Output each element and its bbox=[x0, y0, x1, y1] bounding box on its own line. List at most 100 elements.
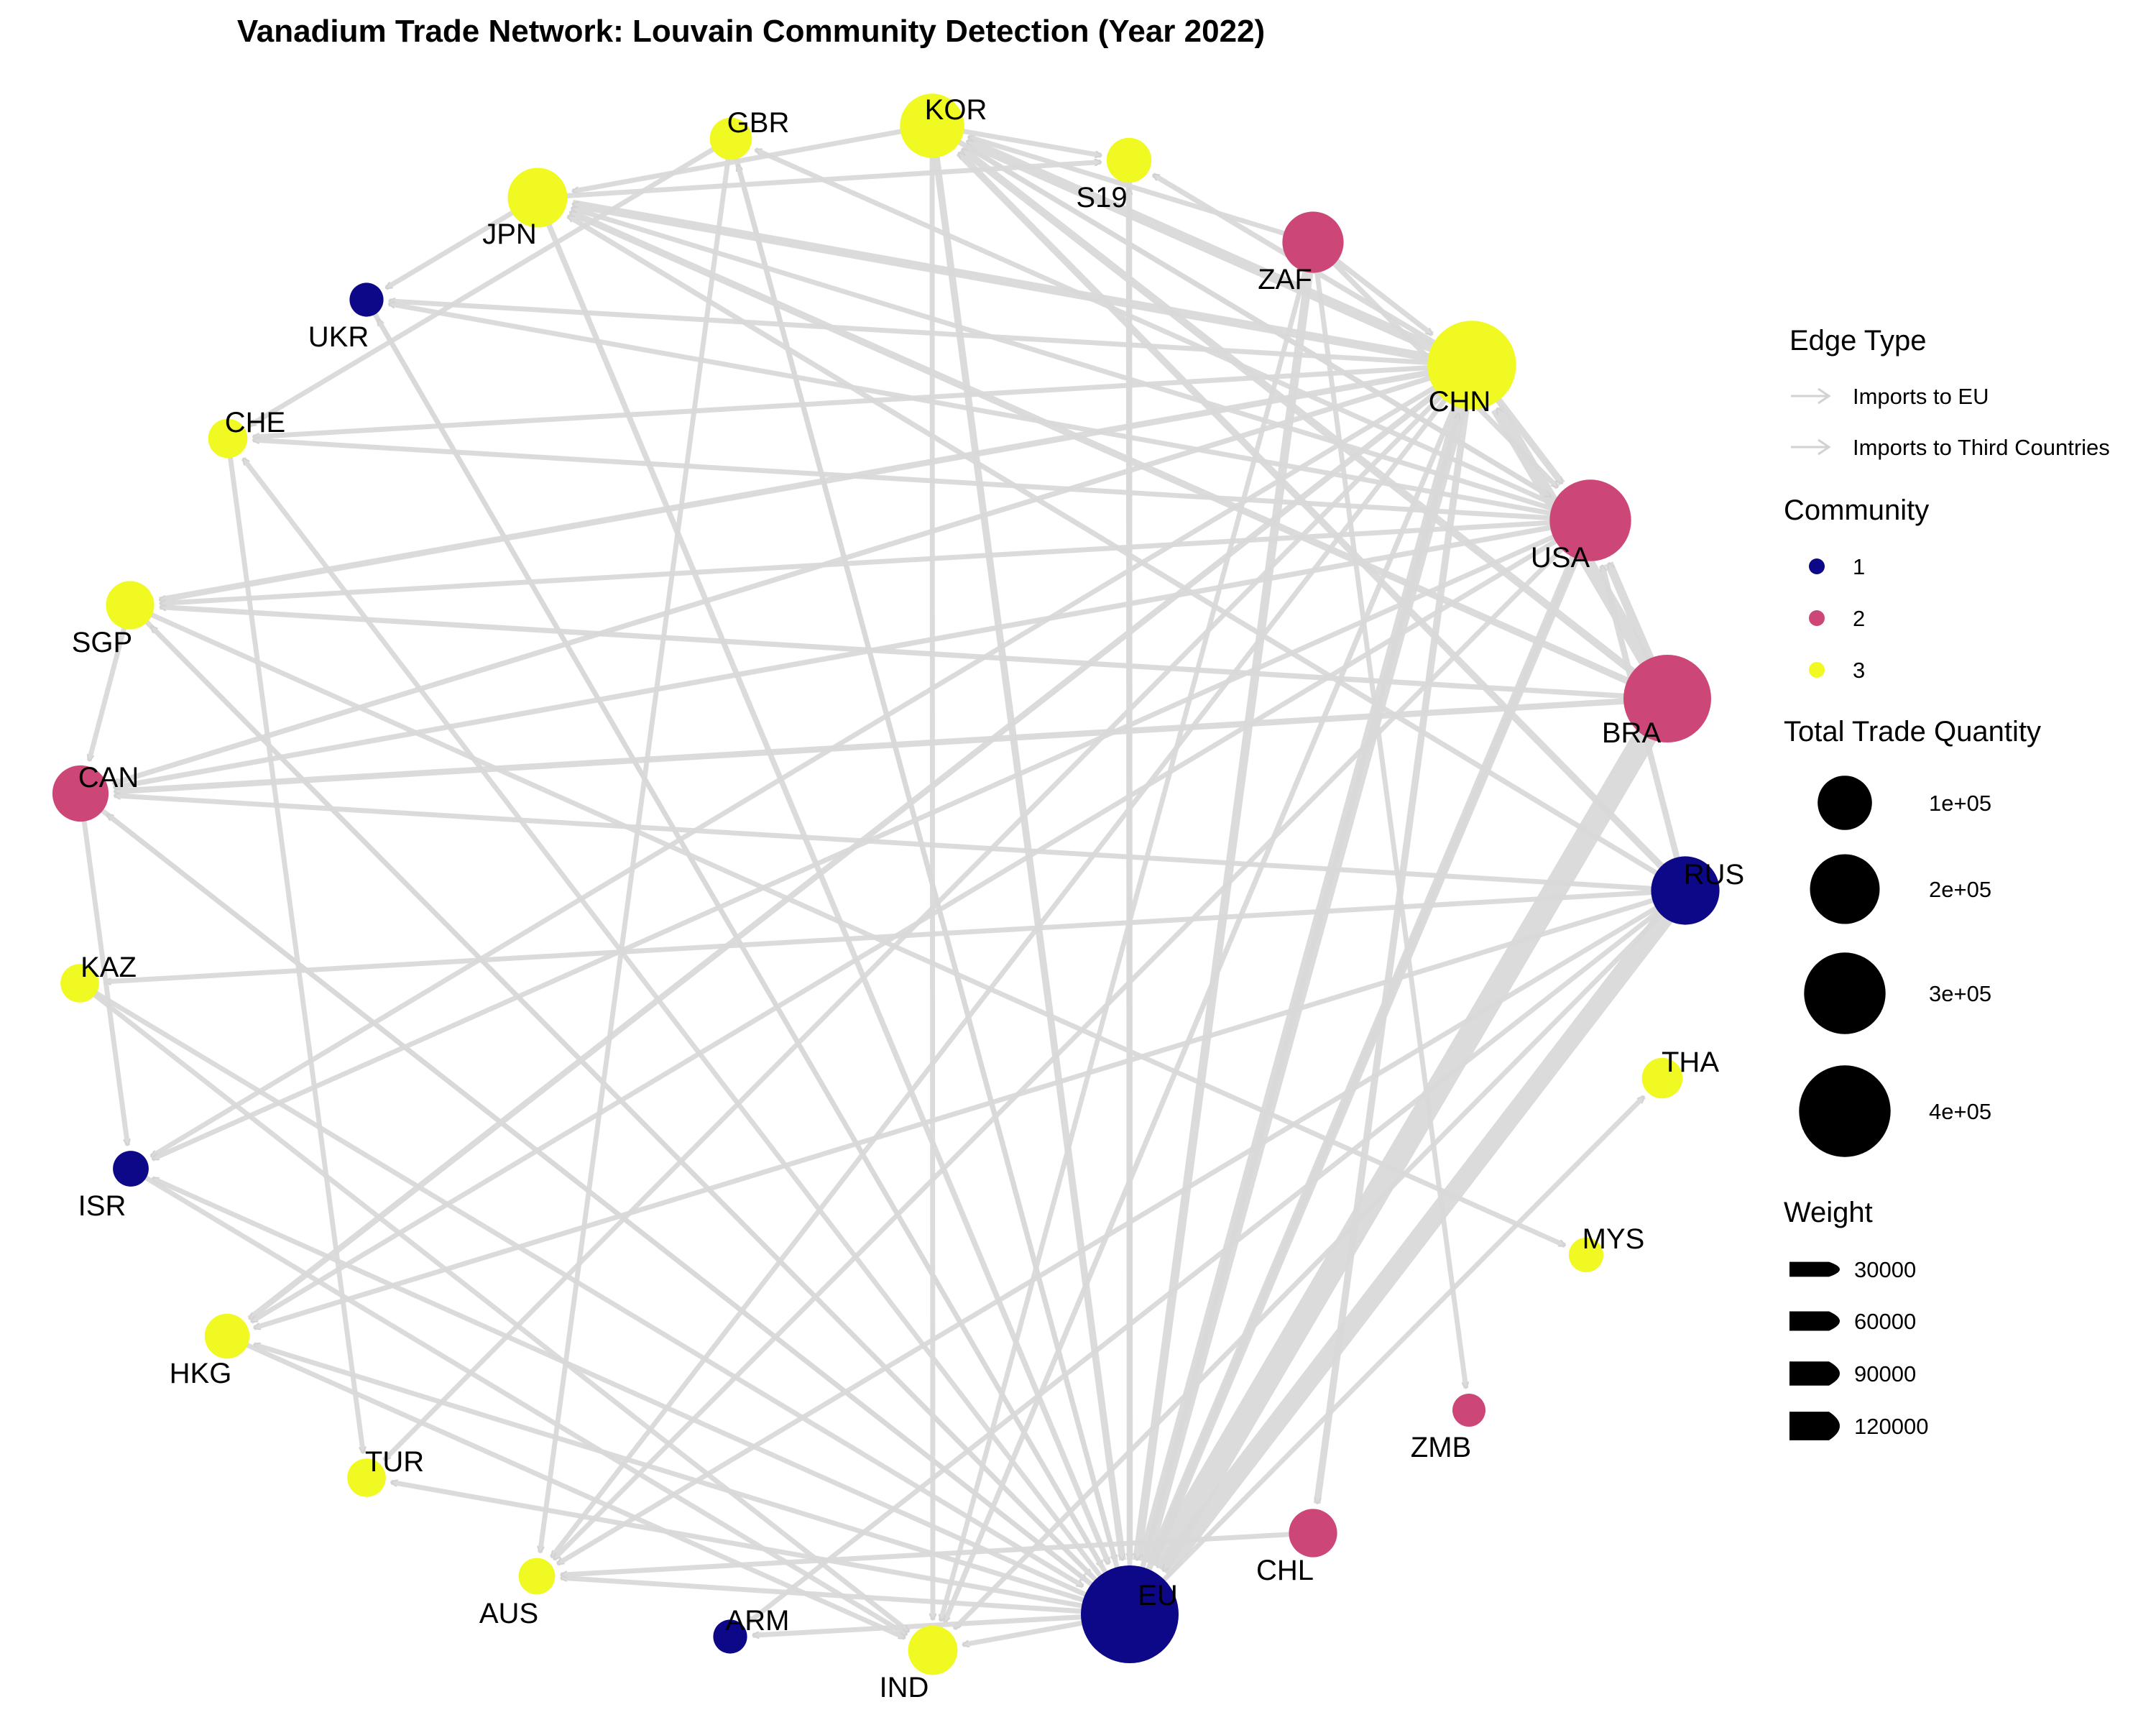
node-hkg[interactable] bbox=[204, 1313, 250, 1359]
edge-isr-ind bbox=[129, 1167, 907, 1637]
edge-rus-jpn bbox=[568, 213, 1687, 893]
edge-rus-kor bbox=[956, 150, 1688, 893]
legend-size-circle bbox=[1804, 952, 1886, 1034]
edge-kaz-ind bbox=[78, 981, 909, 1634]
edge-kor-jpn bbox=[573, 123, 933, 191]
node-label-chl: CHL bbox=[1256, 1555, 1314, 1586]
edge-kor-ind bbox=[932, 125, 933, 1620]
legend-size-label: 4e+05 bbox=[1929, 1099, 1991, 1124]
node-arm[interactable] bbox=[713, 1619, 747, 1654]
node-kaz[interactable] bbox=[60, 964, 99, 1003]
node-tha[interactable] bbox=[1641, 1057, 1683, 1099]
node-label-ind: IND bbox=[880, 1672, 929, 1703]
node-sgp[interactable] bbox=[106, 581, 155, 630]
node-chn[interactable] bbox=[1427, 321, 1516, 410]
edge-eu-chn bbox=[1127, 413, 1462, 1615]
labels-layer: EUCHNBRAUSAKORRUSZAFJPNCANCHLS19GBRSGPHK… bbox=[72, 94, 1744, 1703]
node-label-isr: ISR bbox=[78, 1190, 126, 1222]
edge-eu-che bbox=[241, 459, 1132, 1616]
node-isr[interactable] bbox=[113, 1151, 149, 1187]
node-rus[interactable] bbox=[1651, 856, 1720, 925]
node-label-aus: AUS bbox=[479, 1598, 538, 1629]
node-label-jpn: JPN bbox=[482, 218, 537, 250]
edge-usa-che bbox=[253, 440, 1591, 523]
edge-rus-ind bbox=[952, 888, 1687, 1631]
node-ind[interactable] bbox=[908, 1625, 958, 1675]
edge-chn-jpn bbox=[573, 199, 1473, 369]
node-zaf[interactable] bbox=[1282, 211, 1344, 273]
legend-edge-type-title: Edge Type bbox=[1789, 325, 1927, 356]
node-s19[interactable] bbox=[1106, 137, 1152, 183]
edge-chn-can bbox=[113, 362, 1473, 786]
legend-edge-type-label: Imports to EU bbox=[1853, 384, 1989, 409]
node-label-can: CAN bbox=[78, 762, 139, 794]
edge-zaf-kor bbox=[968, 134, 1314, 245]
legend-community-label: 1 bbox=[1853, 554, 1865, 579]
node-mys[interactable] bbox=[1568, 1237, 1604, 1273]
node-label-kor: KOR bbox=[925, 94, 987, 126]
edge-chn-kor bbox=[967, 136, 1474, 370]
edge-hkg-ind bbox=[226, 1333, 905, 1640]
edge-usa-aus bbox=[552, 518, 1593, 1561]
edge-eu-ukr bbox=[375, 319, 1132, 1616]
edge-chn-isr bbox=[151, 363, 1473, 1159]
edge-usa-isr bbox=[152, 518, 1592, 1162]
edge-eu-s19 bbox=[1129, 188, 1130, 1615]
node-label-chn: CHN bbox=[1429, 386, 1491, 418]
node-label-hkg: HKG bbox=[170, 1358, 232, 1389]
node-bra[interactable] bbox=[1623, 655, 1711, 742]
edge-usa-jpn bbox=[571, 206, 1592, 523]
legend-edge-type-item: Imports to Third Countries bbox=[1791, 435, 2110, 460]
node-label-tha: THA bbox=[1662, 1046, 1719, 1078]
edge-usa-can bbox=[114, 518, 1591, 788]
legend-size-label: 3e+05 bbox=[1929, 981, 1991, 1006]
edge-chn-aus bbox=[549, 363, 1474, 1558]
edge-bra-jpn bbox=[570, 208, 1669, 702]
edge-che-tur bbox=[225, 438, 363, 1453]
edge-can-isr bbox=[78, 793, 128, 1145]
legend-weight-label: 90000 bbox=[1854, 1361, 1916, 1386]
edge-chn-sgp bbox=[160, 362, 1473, 600]
edge-zaf-zmb bbox=[1310, 242, 1466, 1388]
legend-weight-label: 30000 bbox=[1854, 1257, 1916, 1282]
edge-bra-eu bbox=[1147, 692, 1678, 1573]
node-jpn[interactable] bbox=[507, 167, 568, 228]
node-gbr[interactable] bbox=[709, 117, 752, 160]
node-zmb[interactable] bbox=[1452, 1394, 1485, 1427]
legend-community-title: Community bbox=[1784, 494, 1929, 526]
edge-eu-arm bbox=[753, 1611, 1130, 1635]
node-aus[interactable] bbox=[518, 1558, 556, 1595]
edge-gbr-che bbox=[249, 137, 732, 428]
edge-jpn-s19 bbox=[537, 162, 1101, 201]
node-eu[interactable] bbox=[1081, 1565, 1179, 1663]
chart-title: Vanadium Trade Network: Louvain Communit… bbox=[237, 14, 1265, 49]
edge-bra-can bbox=[114, 695, 1668, 791]
legend-arrow-icon bbox=[1818, 438, 1831, 456]
node-can[interactable] bbox=[52, 765, 109, 822]
legend-size-label: 2e+05 bbox=[1929, 877, 1991, 902]
node-label-zaf: ZAF bbox=[1258, 264, 1312, 295]
edge-gbr-aus bbox=[540, 138, 734, 1552]
node-kor[interactable] bbox=[900, 93, 964, 158]
legend-size-circle bbox=[1799, 1065, 1891, 1157]
edges-layer bbox=[78, 123, 1693, 1644]
legend-size-title: Total Trade Quantity bbox=[1784, 716, 2041, 748]
node-label-kaz: KAZ bbox=[80, 952, 137, 983]
edge-eu-sgp bbox=[149, 625, 1132, 1616]
edge-eu-usa bbox=[1127, 564, 1575, 1616]
node-label-sgp: SGP bbox=[72, 627, 132, 658]
node-tur[interactable] bbox=[347, 1458, 386, 1497]
legend-weight-arrow-icon bbox=[1789, 1261, 1840, 1277]
legend-arrow-icon bbox=[1818, 387, 1831, 405]
edge-bra-kor bbox=[959, 146, 1670, 702]
node-label-tur: TUR bbox=[365, 1446, 424, 1478]
node-label-zmb: ZMB bbox=[1411, 1432, 1471, 1463]
node-ukr[interactable] bbox=[349, 282, 384, 317]
node-che[interactable] bbox=[208, 418, 248, 459]
legend-size-circle bbox=[1818, 776, 1872, 830]
node-chl[interactable] bbox=[1289, 1509, 1337, 1558]
node-usa[interactable] bbox=[1549, 479, 1631, 561]
node-label-usa: USA bbox=[1531, 542, 1590, 574]
